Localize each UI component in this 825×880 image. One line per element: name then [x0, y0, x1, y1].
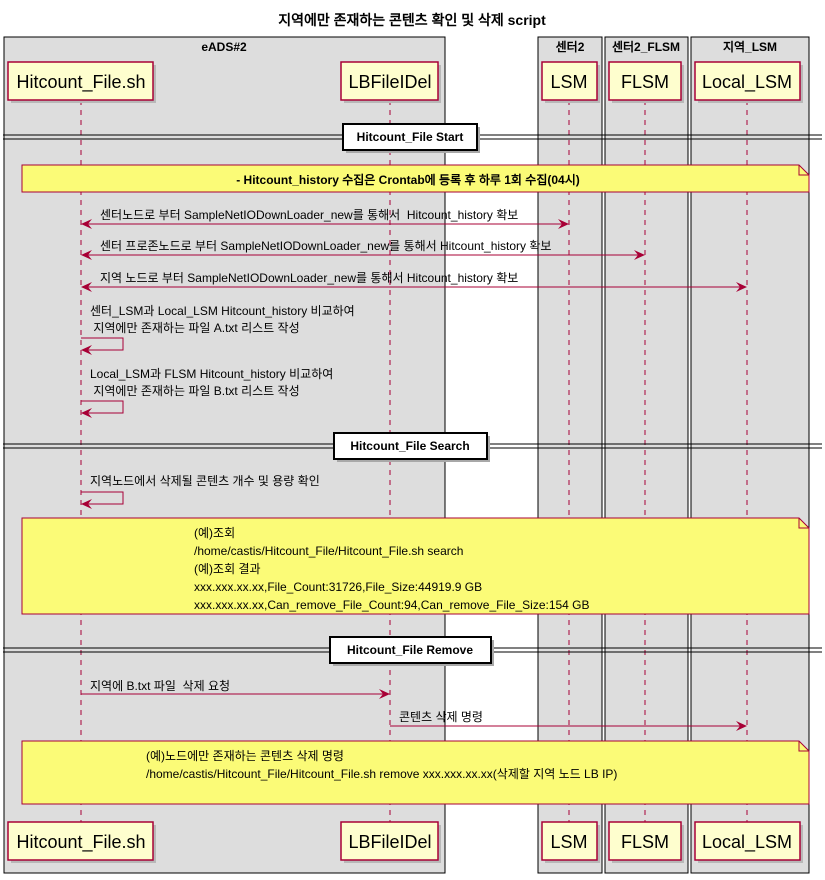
message-fetch-center-history: 센터노드로 부터 SampleNetIODownLoader_new를 통해서 … [81, 208, 569, 229]
divider-remove: Hitcount_File Remove [3, 636, 822, 666]
participant-label: FLSM [621, 832, 669, 852]
note-fold [798, 741, 809, 752]
note-line: /home/castis/Hitcount_File/Hitcount_File… [194, 544, 463, 558]
divider-box [329, 636, 492, 664]
self-arrow-line [81, 400, 124, 414]
participant-box [608, 61, 682, 101]
participant-label: LSM [550, 72, 587, 92]
note-line: (예)노드에만 존재하는 콘텐츠 삭제 명령 [146, 749, 344, 763]
divider-search-label: Hitcount_File Search [350, 439, 469, 453]
divider-box [342, 123, 478, 151]
message-label: 콘텐츠 삭제 명령 [399, 710, 483, 724]
participant-label: FLSM [621, 72, 669, 92]
message-fetch-prozone-history: 센터 프로존노드로 부터 SampleNetIODownLoader_new를 … [81, 239, 645, 260]
message-compare-b-txt: Local_LSM과 FLSM Hitcount_history 비교하여 지역… [81, 367, 333, 418]
diagram-title: 지역에만 존재하는 콘텐츠 확인 및 삭제 script [278, 12, 546, 28]
arrowhead [81, 408, 92, 418]
message-fetch-region-history: 지역 노드로 부터 SampleNetIODownLoader_new를 통해서… [81, 271, 747, 292]
note-fold [798, 165, 809, 176]
note-search-example: (예)조회 /home/castis/Hitcount_File/Hitcoun… [21, 517, 810, 615]
note-line: xxx.xxx.xx.xx,File_Count:31726,File_Size… [194, 580, 482, 594]
participant-flsm-top: FLSM [608, 61, 684, 103]
message-label: 센터_LSM과 Local_LSM Hitcount_history 비교하여 [90, 304, 355, 318]
message-request-delete: 지역에 B.txt 파일 삭제 요청 [81, 679, 390, 699]
participant-lsm-top: LSM [541, 61, 600, 103]
participant-lsm-bottom: LSM [541, 821, 600, 863]
arrowhead [81, 282, 92, 292]
note-line: /home/castis/Hitcount_File/Hitcount_File… [146, 767, 617, 781]
participant-box [7, 821, 154, 861]
note-body [21, 164, 810, 193]
message-label: 지역에만 존재하는 파일 B.txt 리스트 작성 [90, 384, 300, 398]
participant-label: LSM [550, 832, 587, 852]
group-label-center2: 센터2 [556, 39, 585, 54]
participant-label: LBFileIDel [348, 72, 431, 92]
participant-local-lsm-top: Local_LSM [694, 61, 803, 103]
participant-label: Hitcount_File.sh [16, 832, 145, 853]
participant-label: Local_LSM [702, 832, 792, 853]
arrowhead [379, 689, 390, 699]
participant-box [541, 821, 598, 861]
message-label: 지역 노드로 부터 SampleNetIODownLoader_new를 통해서… [100, 271, 518, 285]
participant-lbfileidel-bottom: LBFileIDel [340, 821, 441, 863]
participant-box [608, 821, 682, 861]
self-arrow-line [81, 491, 124, 505]
note-line: xxx.xxx.xx.xx,Can_remove_File_Count:94,C… [194, 598, 590, 612]
participant-box [340, 61, 439, 101]
message-label: 센터노드로 부터 SampleNetIODownLoader_new를 통해서 … [100, 208, 518, 222]
note-line: (예)조회 [194, 526, 235, 540]
arrowhead [81, 345, 92, 355]
participant-flsm-bottom: FLSM [608, 821, 684, 863]
arrowhead [736, 721, 747, 731]
arrowhead [81, 219, 92, 229]
message-delete-command: 콘텐츠 삭제 명령 [390, 710, 747, 731]
divider-box [333, 432, 488, 460]
participant-box [694, 821, 801, 861]
note-crontab: - Hitcount_history 수집은 Crontab에 등록 후 하루 … [21, 164, 810, 193]
note-body [21, 740, 810, 805]
participant-hitcount-file-sh-top: Hitcount_File.sh [7, 61, 156, 103]
message-label: 지역노드에서 삭제될 콘텐츠 개수 및 용량 확인 [90, 474, 320, 488]
participant-box [694, 61, 801, 101]
message-compare-a-txt: 센터_LSM과 Local_LSM Hitcount_history 비교하여 … [81, 304, 355, 355]
participant-local-lsm-bottom: Local_LSM [694, 821, 803, 863]
message-label: 지역에만 존재하는 파일 A.txt 리스트 작성 [90, 321, 300, 335]
message-label: 지역에 B.txt 파일 삭제 요청 [90, 679, 230, 693]
participant-label: Local_LSM [702, 72, 792, 93]
participant-box [7, 61, 154, 101]
arrowhead [81, 250, 92, 260]
message-label: 센터 프로존노드로 부터 SampleNetIODownLoader_new를 … [100, 239, 551, 253]
divider-start-label: Hitcount_File Start [357, 130, 464, 144]
divider-start: Hitcount_File Start [3, 123, 822, 153]
note-line: (예)조회 결과 [194, 562, 261, 576]
divider-search: Hitcount_File Search [3, 432, 822, 462]
note-remove-example: (예)노드에만 존재하는 콘텐츠 삭제 명령 /home/castis/Hitc… [21, 740, 810, 805]
participant-label: LBFileIDel [348, 832, 431, 852]
participant-hitcount-file-sh-bottom: Hitcount_File.sh [7, 821, 156, 863]
note-body [21, 517, 810, 615]
note-fold [798, 518, 809, 529]
group-label-eads2: eADS#2 [201, 40, 247, 54]
participant-box [340, 821, 439, 861]
message-check-delete-count: 지역노드에서 삭제될 콘텐츠 개수 및 용량 확인 [81, 474, 320, 509]
divider-remove-label: Hitcount_File Remove [347, 643, 473, 657]
arrowhead [736, 282, 747, 292]
note-line: - Hitcount_history 수집은 Crontab에 등록 후 하루 … [236, 172, 580, 187]
arrowhead [558, 219, 569, 229]
group-label-region-lsm: 지역_LSM [723, 39, 777, 54]
group-label-center2-flsm: 센터2_FLSM [612, 39, 680, 54]
message-label: Local_LSM과 FLSM Hitcount_history 비교하여 [90, 367, 333, 381]
self-arrow-line [81, 337, 124, 351]
participant-lbfileidel-top: LBFileIDel [340, 61, 441, 103]
participant-label: Hitcount_File.sh [16, 72, 145, 93]
arrowhead [81, 499, 92, 509]
participant-box [541, 61, 598, 101]
arrowhead [634, 250, 645, 260]
